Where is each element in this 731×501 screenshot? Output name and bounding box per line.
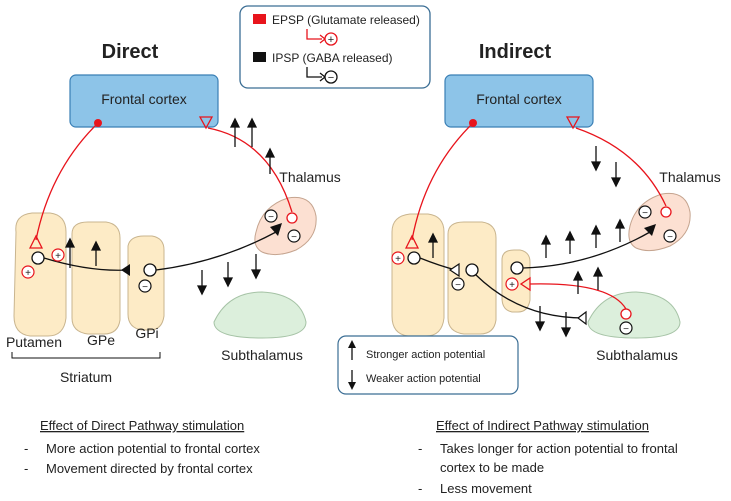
svg-text:Subthalamus: Subthalamus [221,347,303,363]
arrow-key-box: Stronger action potential Weaker action … [337,335,519,395]
svg-text:−: − [667,232,673,243]
svg-text:−: − [642,208,648,219]
indirect-subthalamus [587,291,681,339]
svg-text:Putamen: Putamen [6,334,62,350]
down-arrow-icon [348,382,356,390]
svg-text:-: - [418,441,422,456]
svg-text:+: + [395,254,401,265]
indirect-gpi-thalamus-path [522,231,651,269]
epsp-connector [306,29,322,40]
indirect-gpe [447,221,497,335]
direct-putamen [13,212,67,337]
indirect-cortex-putamen-path [411,122,474,241]
indirect-stronger-arrows [427,218,626,294]
direct-gpe [71,221,121,335]
direct-gpi-thalamus-path [155,231,277,271]
svg-text:+: + [25,268,31,279]
svg-text:−: − [455,280,461,291]
direct-stronger-arrows [64,117,276,268]
svg-text:Effect of Direct Pathway stimu: Effect of Direct Pathway stimulation [40,418,244,433]
ipsp-swatch [253,52,266,62]
svg-text:Stronger action potential: Stronger action potential [366,349,485,361]
legend-box: EPSP (Glutamate released) + IPSP (GABA r… [239,5,431,89]
indirect-putamen [391,213,445,337]
direct-thalamus-cortex-path [207,127,293,213]
svg-text:+: + [55,251,61,262]
svg-text:Frontal cortex: Frontal cortex [476,91,562,107]
svg-text:Striatum: Striatum [60,369,112,385]
svg-text:cortex to be made: cortex to be made [440,460,544,475]
svg-text:Movement directed by frontal c: Movement directed by frontal cortex [46,461,253,476]
direct-title: Direct [102,41,159,63]
svg-text:-: - [24,461,28,476]
svg-text:+: + [509,280,515,291]
direct-thalamus [254,196,317,256]
svg-text:Weaker action potential: Weaker action potential [366,373,481,385]
direct-subthalamus [213,291,307,339]
svg-text:-: - [418,481,422,496]
svg-text:GPi: GPi [135,325,158,341]
svg-text:−: − [291,232,297,243]
indirect-thalamus [628,192,691,252]
plus-icon [324,32,338,46]
svg-text:Takes longer for action potent: Takes longer for action potential to fro… [440,441,678,456]
svg-text:+: + [328,34,334,46]
svg-text:Thalamus: Thalamus [279,169,340,185]
up-arrow-icon [348,340,356,348]
indirect-title: Indirect [479,41,552,63]
svg-text:-: - [24,441,28,456]
indirect-weaker-arrows [534,146,622,338]
indirect-gpi-neuron [510,261,524,275]
indirect-gpe-neuron [465,263,479,277]
minus-icon [324,70,338,84]
direct-pathway: Direct Frontal cortex Thalamus Subthalam… [6,41,341,385]
direct-cortex-putamen-path [35,122,99,241]
direct-putamen-neuron [31,251,45,265]
ipsp-connector [306,67,322,78]
striatum-bracket [11,352,161,359]
epsp-label: EPSP (Glutamate released) [272,13,420,27]
direct-gpi-neuron [143,263,157,277]
svg-text:Frontal cortex: Frontal cortex [101,91,187,107]
svg-text:Less movement: Less movement [440,481,532,496]
svg-text:−: − [268,212,274,223]
epsp-swatch [253,14,266,24]
direct-frontal-cortex [69,74,219,128]
svg-text:More action potential to front: More action potential to frontal cortex [46,441,260,456]
svg-text:−: − [623,324,629,335]
direct-putamen-gpi-path [43,257,129,271]
direct-weaker-arrows [196,254,262,296]
indirect-pathway: Indirect Frontal cortex Thalamus Subthal… [391,41,721,363]
svg-text:Subthalamus: Subthalamus [596,347,678,363]
indirect-stn-gpi-path [529,283,627,310]
indirect-putamen-neuron [407,251,421,265]
indirect-thalamus-cortex-path [575,127,667,207]
direct-effects: Effect of Direct Pathway stimulation - M… [24,418,260,476]
indirect-gpe-stn-path [475,274,585,319]
svg-text:Effect of Indirect Pathway sti: Effect of Indirect Pathway stimulation [436,418,649,433]
svg-text:GPe: GPe [87,332,115,348]
indirect-frontal-cortex [444,74,594,128]
svg-text:−: − [328,72,334,84]
indirect-effects: Effect of Indirect Pathway stimulation -… [418,418,678,496]
ipsp-label: IPSP (GABA released) [272,51,393,65]
svg-text:−: − [142,282,148,293]
svg-text:Thalamus: Thalamus [659,169,720,185]
